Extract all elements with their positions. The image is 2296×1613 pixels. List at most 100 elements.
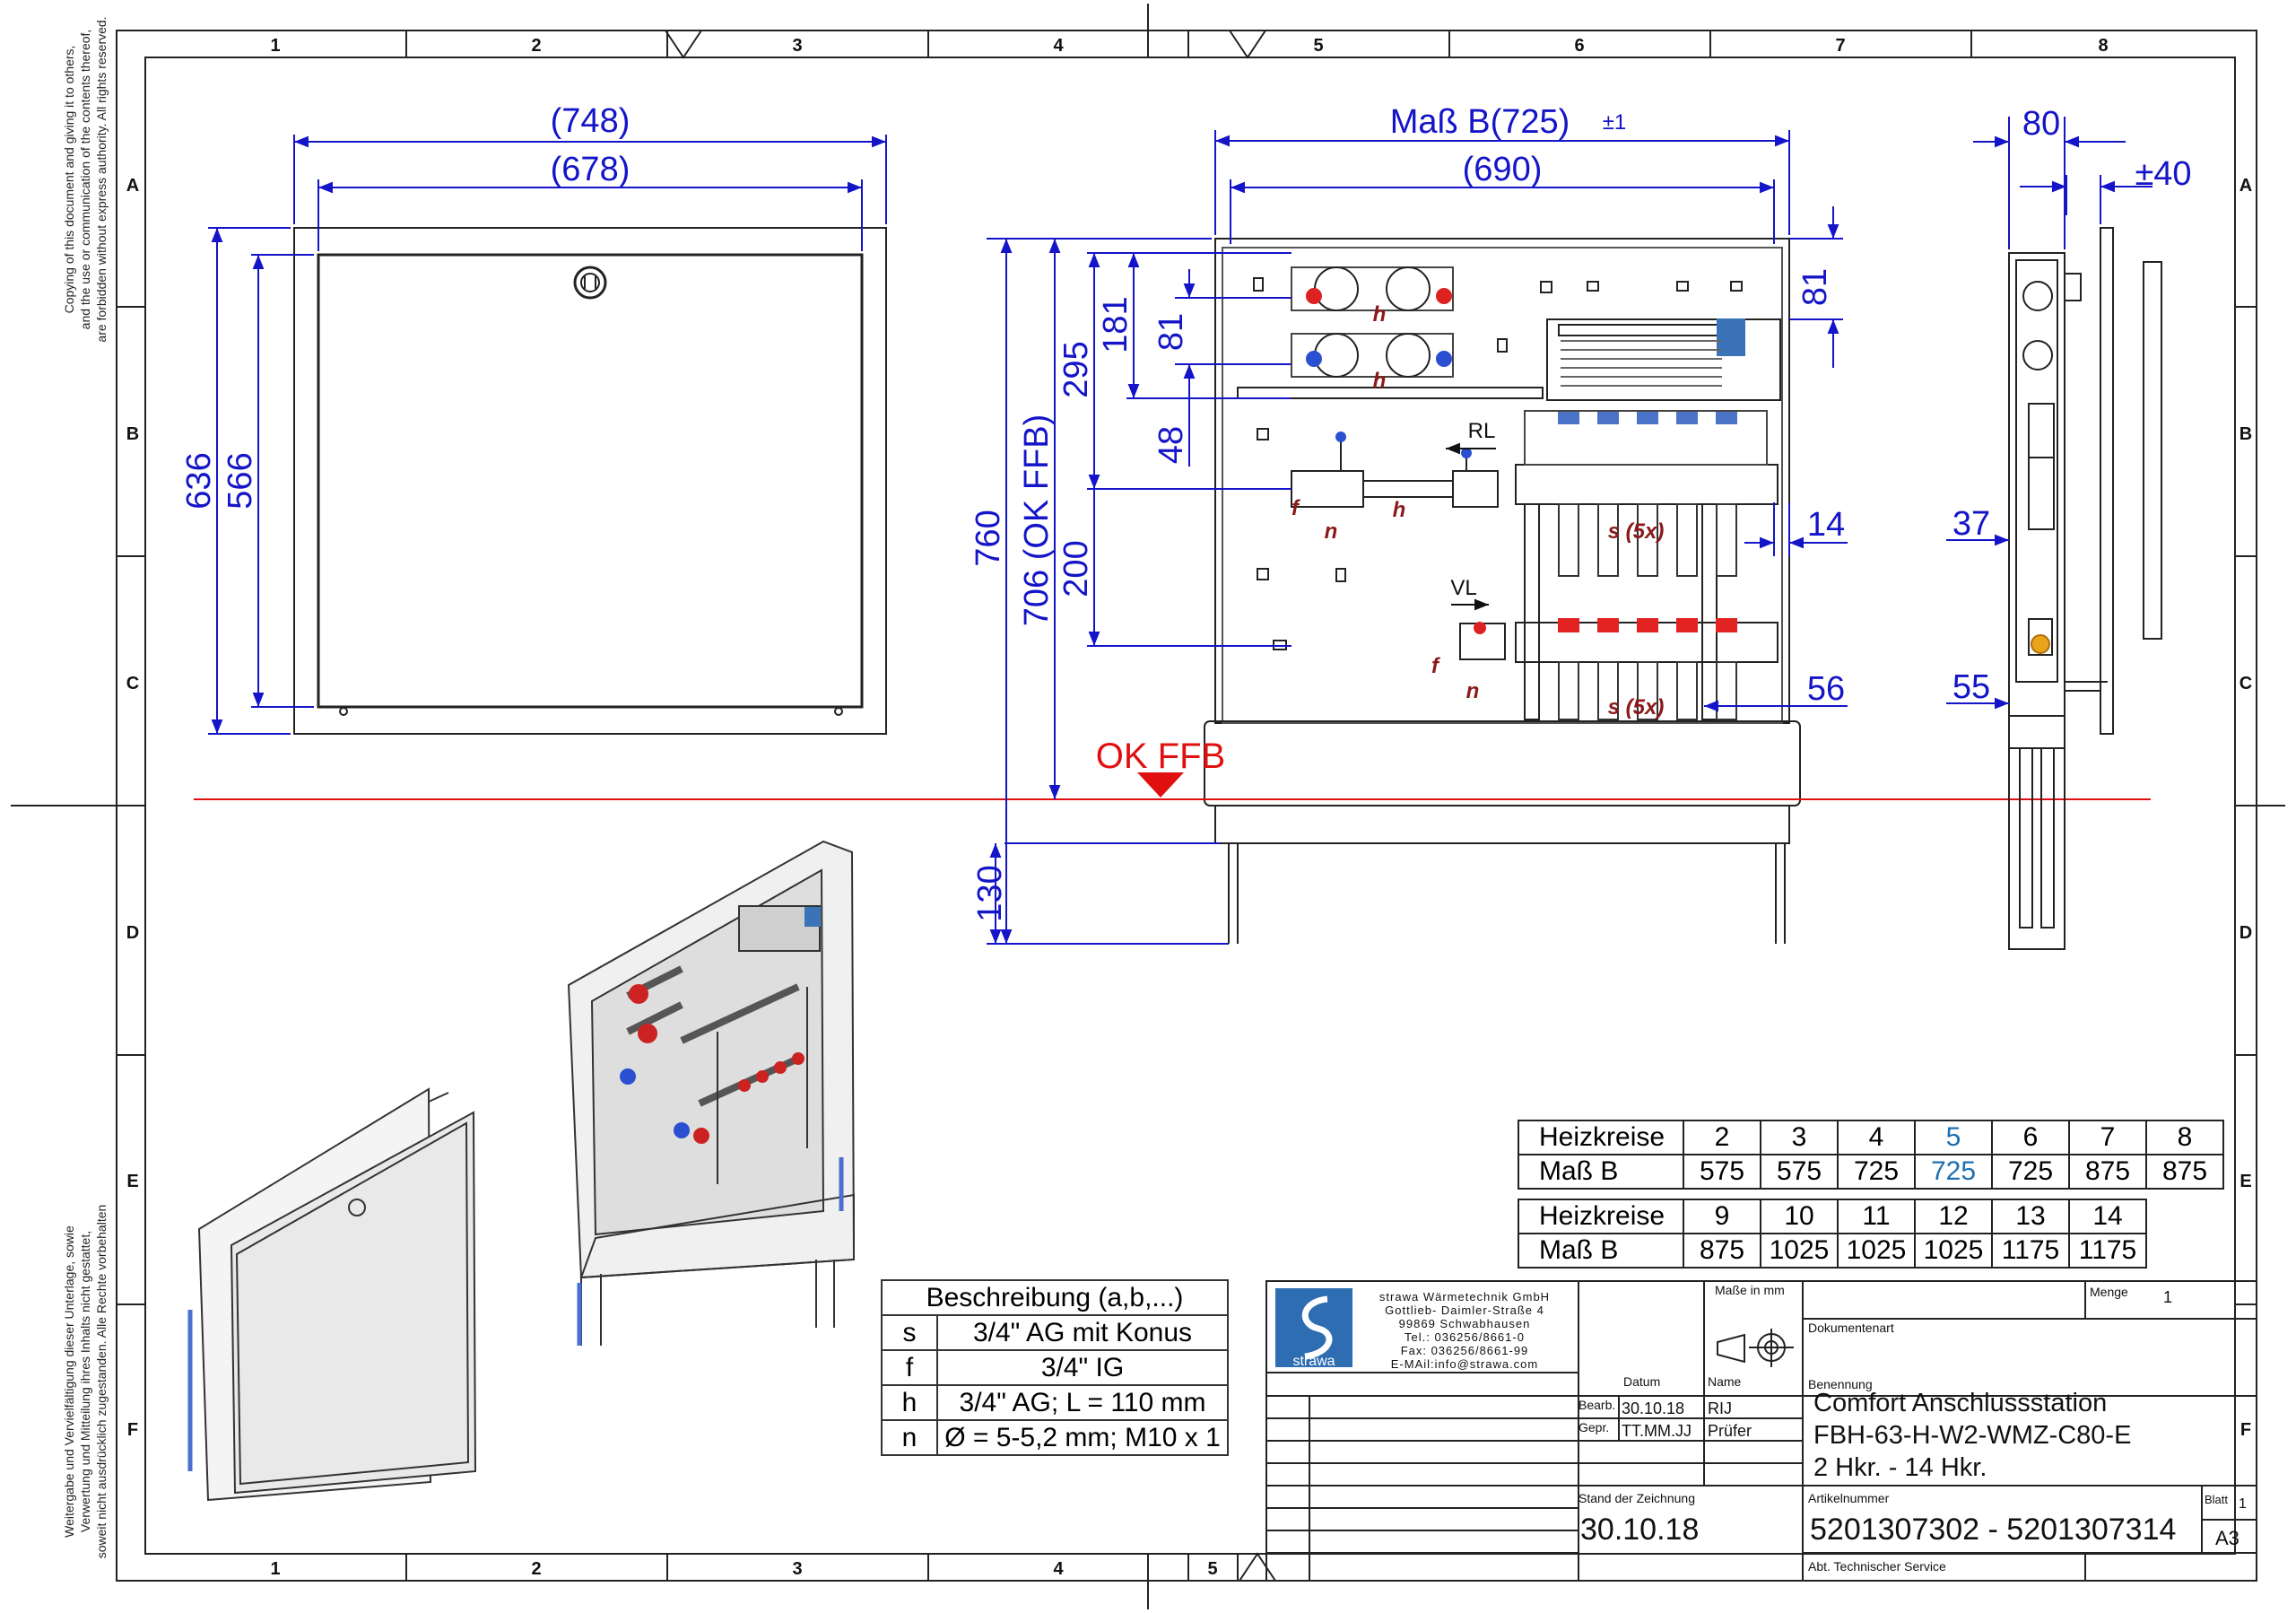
dimension-81-left: 81	[1152, 313, 1190, 351]
label-rl: RL	[1468, 419, 1496, 443]
description-key: h	[881, 1384, 938, 1421]
company-address: strawa Wärmetechnik GmbH Gottlieb- Daiml…	[1378, 1290, 1551, 1371]
dimension-40: ±40	[2135, 155, 2191, 193]
description-header: Beschreibung (a,b,...)	[881, 1279, 1229, 1316]
column-label: 1	[270, 1559, 280, 1579]
label-s: s (5x)	[1608, 695, 1665, 719]
blatt-label: Blatt	[2205, 1493, 2229, 1506]
description-text: 3/4" AG mit Konus	[936, 1314, 1229, 1351]
dimension-200: 200	[1057, 540, 1095, 597]
menge-label: Menge	[2090, 1285, 2128, 1299]
heizkreise-value: 12	[1914, 1199, 1993, 1234]
heizkreise-table-1: Heizkreise 2 3 4 5 6 7 8 Maß B 575 575 7…	[1518, 1120, 2224, 1190]
row-label: E	[2239, 1172, 2251, 1191]
label-f: f	[1292, 496, 1300, 520]
label-f: f	[1431, 654, 1440, 678]
dimension-14: 14	[1807, 506, 1845, 544]
stand-value: 30.10.18	[1580, 1513, 1700, 1547]
label-okffb: OK FFB	[1096, 737, 1225, 776]
benennung-line3: 2 Hkr. - 14 Hkr.	[1813, 1453, 1987, 1482]
artikelnummer-value: 5201307302 - 5201307314	[1810, 1513, 2177, 1547]
mass-b-header: Maß B	[1518, 1154, 1684, 1190]
dimension-56: 56	[1807, 670, 1845, 708]
row-label: E	[126, 1172, 138, 1191]
svg-text:soweit nicht ausdrücklich zuge: soweit nicht ausdrücklich zugestanden. A…	[94, 1205, 109, 1559]
label-h: h	[1393, 498, 1406, 522]
side-view	[2008, 227, 2162, 950]
benennung-label: Benennung	[1808, 1377, 1873, 1391]
benennung-line1: Comfort Anschlussstation	[1813, 1389, 2108, 1417]
bearb-label: Bearb.	[1578, 1398, 1616, 1412]
logo-text: strawa	[1292, 1354, 1335, 1369]
column-label: 4	[1053, 1559, 1064, 1579]
description-key: f	[881, 1349, 938, 1386]
strawa-logo: strawa	[1275, 1288, 1352, 1369]
label-n: n	[1325, 519, 1338, 544]
format-a3: A3	[2215, 1527, 2239, 1549]
column-label: 3	[792, 36, 802, 56]
mass-b-value-highlight: 725	[1914, 1154, 1993, 1190]
svg-text:Verwertung und Mitteilung ihre: Verwertung und Mitteilung ihres Inhalts …	[78, 1231, 92, 1532]
stand-label: Stand der Zeichnung	[1578, 1491, 1695, 1505]
gepr-name: Prüfer	[1708, 1422, 1752, 1440]
front-view-dimensions	[208, 135, 887, 735]
okffb-reference-line: OK FFB	[194, 737, 2151, 800]
row-label: C	[2239, 674, 2252, 693]
front-view-door	[293, 227, 887, 735]
column-label: 2	[531, 36, 541, 56]
heizkreise-value: 11	[1837, 1199, 1916, 1234]
iso-view-cabinet	[567, 840, 856, 1346]
column-label: 3	[792, 1559, 802, 1579]
dimension-566: 566	[222, 452, 259, 509]
label-h: h	[1373, 302, 1387, 327]
heizkreise-value: 10	[1760, 1199, 1839, 1234]
bearb-name: RIJ	[1708, 1399, 1732, 1417]
side-view-dimensions	[1946, 117, 2152, 710]
name-label: Name	[1708, 1374, 1742, 1389]
dimension-130: 130	[971, 865, 1009, 921]
mass-b-value: 575	[1683, 1154, 1761, 1190]
label-h: h	[1373, 369, 1387, 393]
label-n: n	[1466, 679, 1480, 703]
svg-text:Copying of this document and g: Copying of this document and giving it t…	[62, 46, 76, 314]
heizkreise-value: 14	[2068, 1199, 2147, 1234]
iso-view-door	[187, 1087, 477, 1502]
description-table: Beschreibung (a,b,...) s 3/4" AG mit Kon…	[881, 1279, 1229, 1456]
drawing-frame	[11, 4, 2285, 1609]
bearb-date: 30.10.18	[1622, 1399, 1685, 1417]
dimension-181: 181	[1097, 296, 1135, 353]
row-label: A	[126, 176, 139, 196]
column-label: 5	[1313, 36, 1323, 56]
heizkreise-value: 9	[1683, 1199, 1761, 1234]
heizkreise-value: 3	[1760, 1120, 1839, 1155]
dimension-295: 295	[1057, 341, 1095, 397]
frame-labels: 1 2 3 4 5 6 7 8 1 2 3 4 5 A B C D E F A …	[126, 36, 2252, 1579]
heizkreise-value: 8	[2145, 1120, 2224, 1155]
dimension-81-top: 81	[1796, 268, 1834, 306]
heizkreise-value: 6	[1991, 1120, 2070, 1155]
column-label: 4	[1053, 36, 1064, 56]
dimension-706: 706 (OK FFB)	[1018, 414, 1056, 627]
gepr-label: Gepr.	[1578, 1420, 1610, 1434]
copyright-notice-de: Weitergabe und Vervielfältigung dieser U…	[62, 1205, 109, 1559]
dimension-48: 48	[1152, 426, 1190, 464]
title-block-lines: strawa	[1265, 1280, 2257, 1582]
row-label: C	[126, 674, 139, 693]
heizkreise-table-2: Heizkreise 9 10 11 12 13 14 Maß B 875 10…	[1518, 1199, 2147, 1269]
svg-text:Weitergabe und Vervielfältigun: Weitergabe und Vervielfältigung dieser U…	[62, 1225, 76, 1538]
copyright-notice-en: Copying of this document and giving it t…	[62, 16, 109, 342]
mass-b-value: 875	[2068, 1154, 2147, 1190]
dimension-678: (678)	[551, 151, 631, 188]
dimension-636: 636	[180, 452, 218, 509]
dimension-55: 55	[1952, 668, 1990, 706]
row-label: B	[2239, 424, 2252, 444]
blatt-value: 1	[2239, 1496, 2247, 1512]
row-label: D	[2239, 923, 2252, 943]
mass-b-value: 575	[1760, 1154, 1839, 1190]
description-text: 3/4" IG	[936, 1349, 1229, 1386]
mass-b-value: 875	[1683, 1233, 1761, 1269]
heizkreise-header: Heizkreise	[1518, 1199, 1684, 1234]
artikelnummer-label: Artikelnummer	[1808, 1491, 1890, 1505]
label-s: s (5x)	[1608, 519, 1665, 544]
